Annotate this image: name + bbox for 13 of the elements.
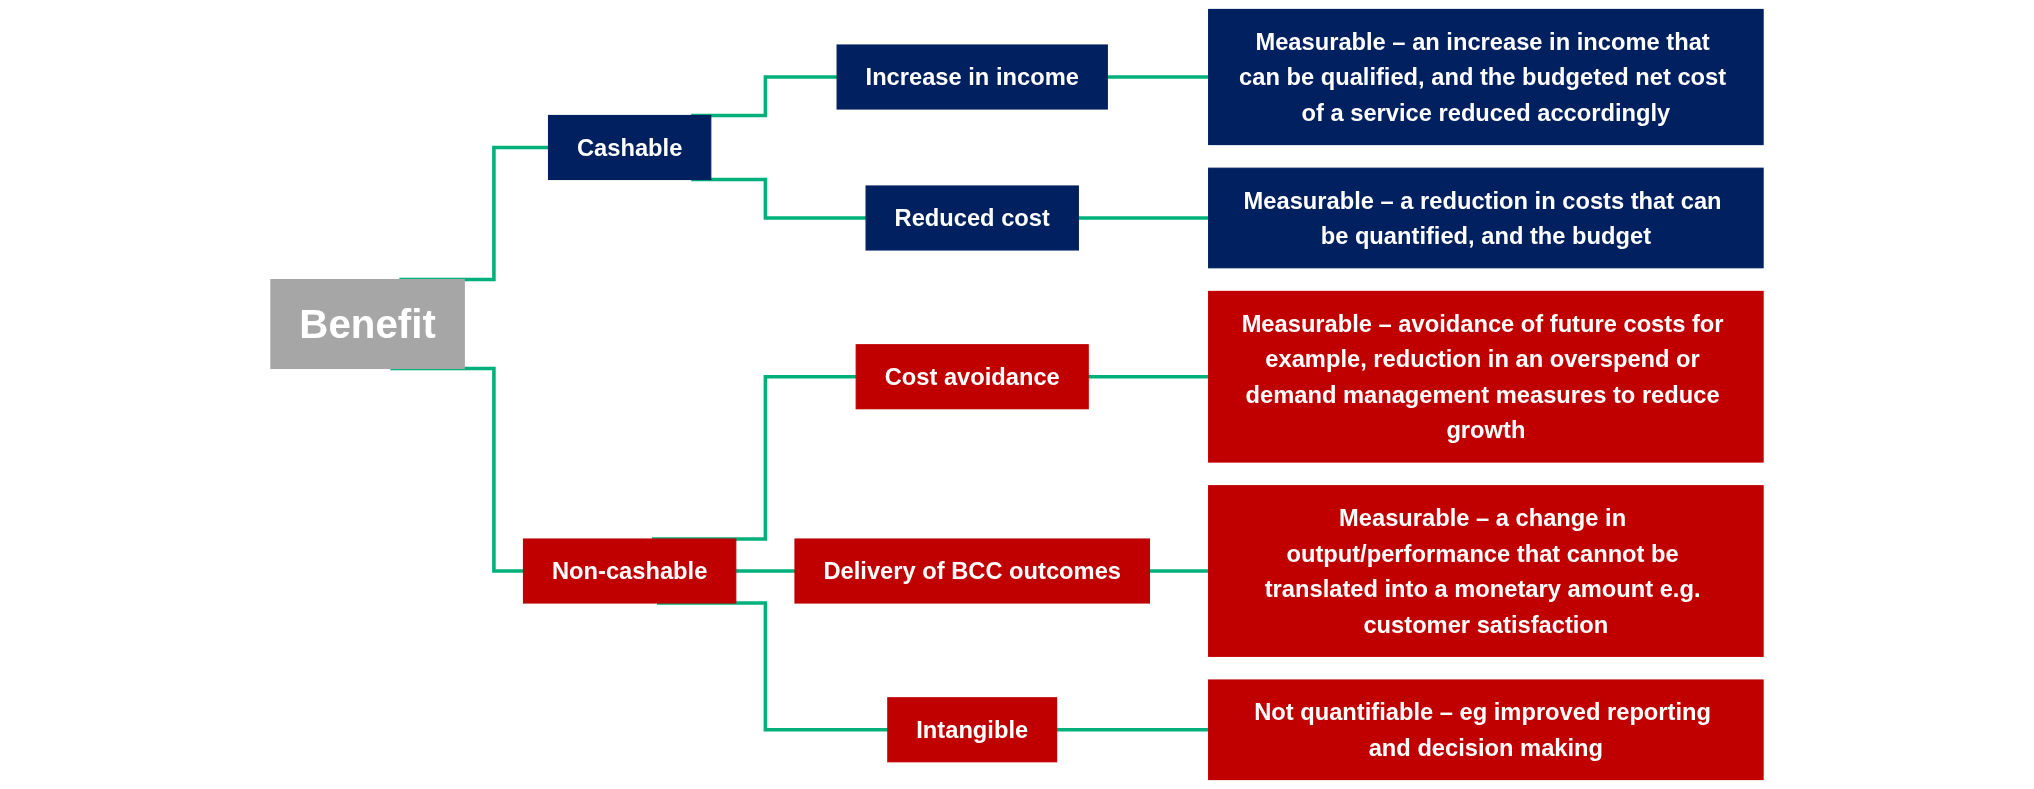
node-box: Not quantifiable – eg improved reporting and decision making — [1208, 679, 1764, 781]
node-box: Reduced cost — [865, 185, 1079, 251]
node-box: Benefit — [270, 279, 465, 370]
node-box: Cashable — [547, 114, 712, 181]
node-box: Cost avoidance — [855, 344, 1089, 410]
node-box: Delivery of BCC outcomes — [794, 538, 1150, 604]
node-box: Measurable – a change in output/performance that cannot be translated into a monetary amount e.g. customer satisfaction — [1208, 485, 1764, 657]
node-box: Measurable – a reduction in costs that can be quantified, and the budget — [1208, 167, 1764, 269]
node-box: Non-cashable — [522, 538, 737, 604]
node-box: Intangible — [887, 697, 1058, 763]
node-box: Measurable – an increase in income that can be qualified, and the budgeted net cost of a service reduced accordingly — [1208, 8, 1764, 146]
node-box: Increase in income — [836, 44, 1108, 110]
node-box: Measurable – avoidance of future costs for example, reduction in an overspend or demand management measures to reduce growth — [1208, 290, 1764, 463]
